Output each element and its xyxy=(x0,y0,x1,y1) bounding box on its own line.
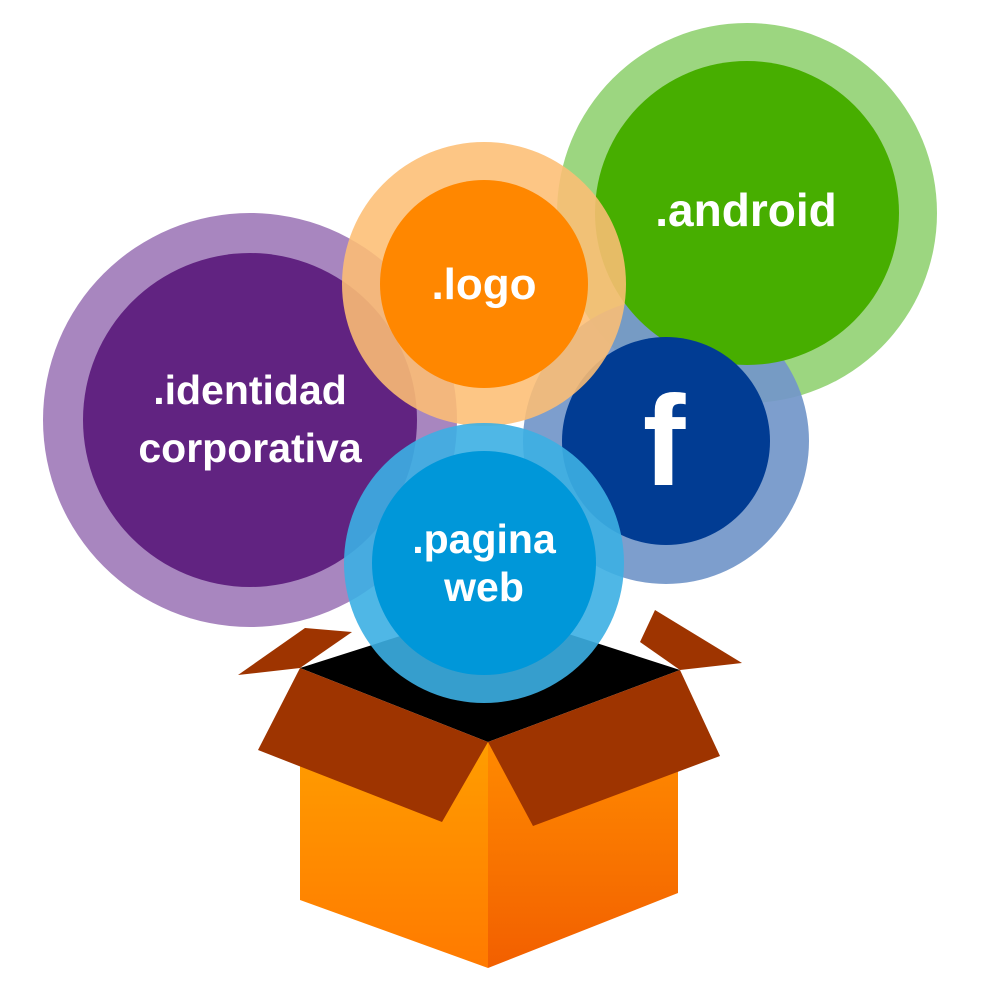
android-bubble-core xyxy=(595,61,899,365)
facebook-bubble-core xyxy=(562,337,770,545)
open-box-icon xyxy=(258,668,720,968)
facebook-f-icon: f xyxy=(643,370,686,513)
logo-bubble: .logo xyxy=(342,142,626,426)
web-label-line2: web xyxy=(443,564,524,610)
identity-bubble-core xyxy=(83,253,417,587)
identity-label-line2: corporativa xyxy=(138,425,362,471)
web-bubble-core xyxy=(372,451,596,675)
logo-bubble-core xyxy=(380,180,588,388)
box-back-left-flap xyxy=(238,628,352,675)
web-label-line1: .pagina xyxy=(412,516,557,562)
android-bubble: .android xyxy=(595,61,899,365)
box-back-right-flap xyxy=(640,610,742,670)
android-label: .android xyxy=(655,184,836,236)
box-front-right-flap xyxy=(488,670,720,826)
facebook-bubble: f xyxy=(562,337,770,545)
logo-label: .logo xyxy=(431,260,536,309)
identity-bubble: .identidad corporativa xyxy=(83,253,417,587)
box-front-left-flap xyxy=(258,668,488,822)
identity-label-line1: .identidad xyxy=(153,367,347,413)
web-bubble: .pagina web xyxy=(344,423,624,703)
